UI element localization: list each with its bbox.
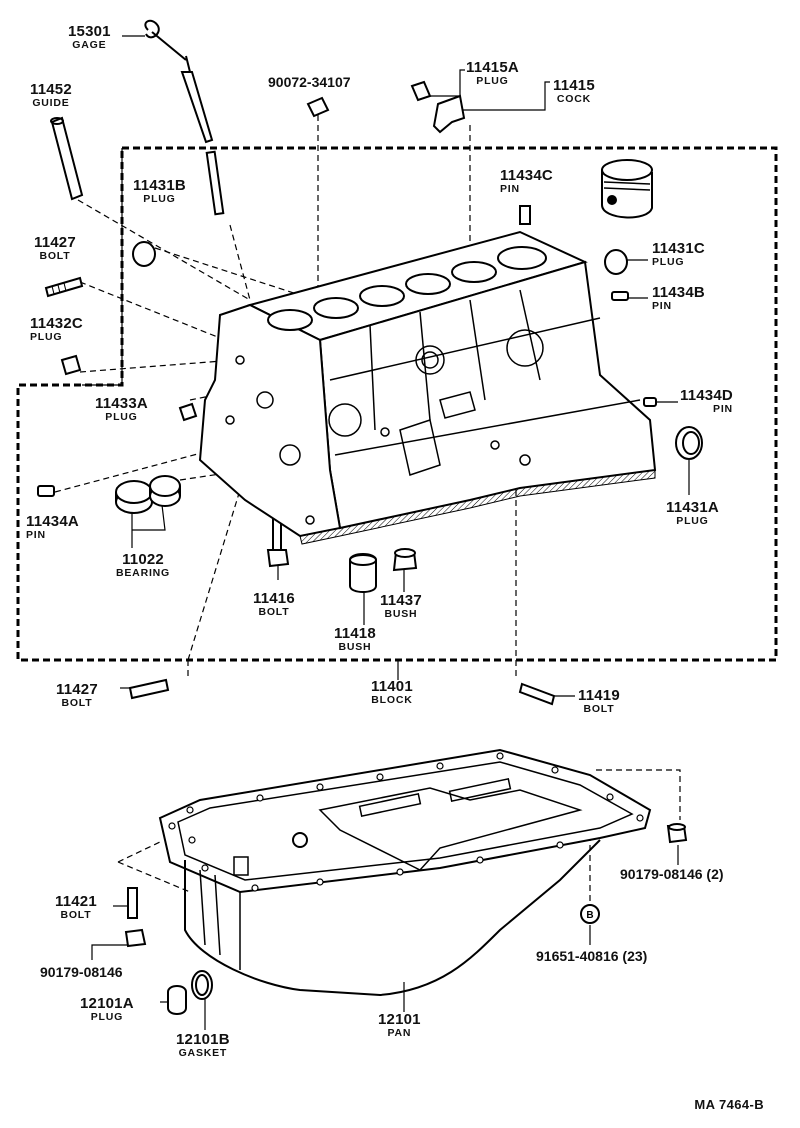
label-nut-91651: 91651-40816 (23) (536, 948, 648, 964)
part-name: PIN (500, 183, 520, 195)
label-pin-11434c: 11434C PIN (500, 168, 553, 195)
label-bolt-90179-08146-2: 90179-08146 (2) (620, 866, 724, 882)
leader-lines (54, 115, 681, 905)
part-name: BLOCK (371, 694, 413, 706)
label-bolt-11416: 11416 BOLT (253, 591, 295, 618)
label-plug-11415a: 11415A PLUG (466, 60, 519, 87)
label-plug-12101a: 12101A PLUG (80, 996, 134, 1023)
label-bolt-11421: 11421 BOLT (55, 894, 97, 921)
part-number: 15301 (68, 23, 111, 40)
part-number: 11431C (652, 240, 705, 257)
part-name: PLUG (143, 193, 176, 205)
part-number: 11434B (652, 284, 705, 301)
gage-dipstick (144, 19, 225, 216)
part-number: 11419 (578, 687, 620, 704)
part-name: PLUG (476, 75, 509, 87)
label-plug-11432c: 11432C PLUG (30, 316, 83, 343)
part-number: 11434A (26, 513, 79, 530)
pan-bolt-holes (168, 752, 644, 892)
marker-b-letter: B (586, 910, 593, 921)
bolt-11427-upper (44, 276, 84, 298)
part-name: PLUG (30, 331, 63, 343)
part-number: 11427 (56, 681, 98, 698)
part-name: PLUG (676, 515, 709, 527)
part-name: PIN (652, 300, 672, 312)
label-bolt-90179-08146: 90179-08146 (40, 964, 123, 980)
block-details (225, 289, 641, 525)
solid-leaders (82, 35, 690, 1030)
part-name: BOLT (258, 606, 290, 618)
part-name: BUSH (384, 608, 418, 620)
part-number: 11415 (553, 77, 595, 94)
label-bolt-90072: 90072-34107 (268, 74, 351, 90)
label-bolt-11427-lower: 11427 BOLT (56, 682, 98, 709)
cylinder-bores (267, 246, 547, 331)
part-number: 11415A (466, 59, 519, 76)
label-plug-11431a: 11431A PLUG (666, 500, 719, 527)
part-name: BEARING (116, 567, 171, 579)
label-plug-11433a: 11433A PLUG (95, 396, 148, 423)
part-name: GUIDE (32, 97, 70, 109)
part-name: PLUG (105, 411, 138, 423)
part-name: PIN (26, 529, 46, 541)
part-number: 11434C (500, 167, 553, 184)
part-number: 11431A (666, 499, 719, 516)
bearing-illustration (115, 475, 181, 514)
part-name: PLUG (90, 1011, 124, 1023)
part-name: BOLT (583, 703, 615, 715)
label-bush-11437: 11437 BUSH (380, 593, 422, 620)
part-name: BOLT (60, 909, 92, 921)
part-number: 12101 (378, 1011, 421, 1028)
piston-illustration (601, 159, 653, 219)
part-name: BUSH (338, 641, 372, 653)
label-plug-11431c: 11431C PLUG (652, 241, 705, 268)
part-name: BOLT (39, 250, 71, 262)
label-plug-11431b: 11431B PLUG (133, 178, 186, 205)
part-number: 11452 (30, 81, 72, 98)
part-number: 12101B (176, 1031, 230, 1048)
part-number: 11437 (380, 592, 422, 609)
label-pin-11434a: 11434A PIN (26, 514, 79, 541)
label-pan: 12101 PAN (378, 1012, 421, 1039)
part-name: PAN (387, 1027, 412, 1039)
label-gasket: 12101B GASKET (176, 1032, 230, 1059)
part-name: GAGE (72, 39, 107, 51)
label-guide: 11452 GUIDE (30, 82, 72, 109)
part-name: BOLT (61, 697, 93, 709)
label-bolt-11419: 11419 BOLT (578, 688, 620, 715)
label-bolt-11427-upper: 11427 BOLT (34, 235, 76, 262)
part-number: 11434D (680, 387, 733, 404)
label-block: 11401 BLOCK (371, 679, 413, 706)
part-name: COCK (556, 93, 591, 105)
top-small-parts (37, 80, 703, 497)
part-name: PIN (713, 403, 733, 415)
guide-tube (50, 116, 84, 201)
label-pin-11434d: 11434D PIN (680, 388, 733, 415)
drawing-code: MA 7464-B (694, 1097, 764, 1112)
part-number: 11401 (371, 678, 413, 695)
pan-fasteners (124, 823, 688, 1015)
part-number: 11022 (122, 551, 164, 568)
part-number: 11433A (95, 395, 148, 412)
label-pin-11434b: 11434B PIN (652, 285, 705, 312)
part-number: 12101A (80, 995, 134, 1012)
part-number: 11421 (55, 893, 97, 910)
label-gage: 15301 GAGE (68, 24, 111, 51)
oil-pan (158, 748, 652, 997)
label-bearing: 11022 BEARING (116, 552, 170, 579)
label-bush-11418: 11418 BUSH (334, 626, 376, 653)
label-cock: 11415 COCK (553, 78, 595, 105)
part-number: 11431B (133, 177, 186, 194)
part-number: 11418 (334, 625, 376, 642)
lower-small-parts (128, 517, 556, 706)
part-number: 11432C (30, 315, 83, 332)
part-number: 11416 (253, 590, 295, 607)
part-name: GASKET (178, 1047, 228, 1059)
part-number: 11427 (34, 234, 76, 251)
part-name: PLUG (652, 256, 685, 268)
